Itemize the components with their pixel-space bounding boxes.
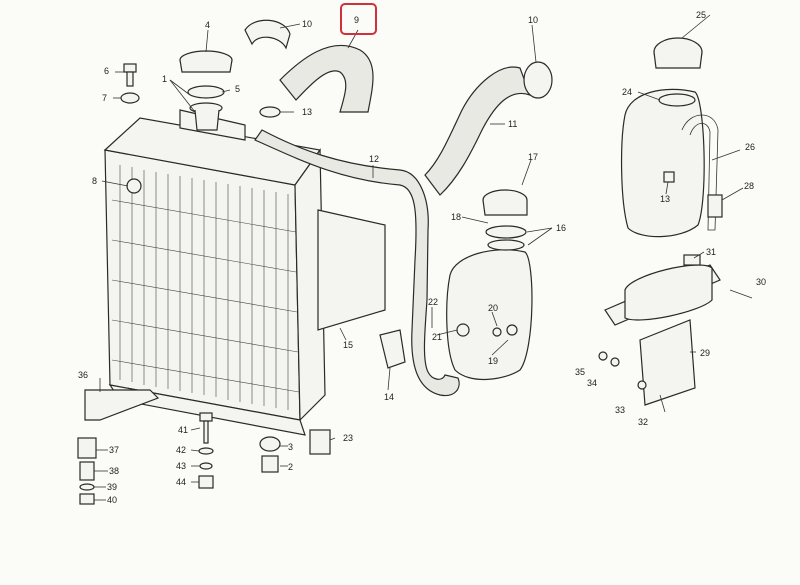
washer-33 [637,380,647,390]
label-44: 44 [176,477,186,487]
label-19: 19 [488,356,498,366]
label-22: 22 [428,297,438,307]
washer-34 [610,357,620,367]
overflow-pipe [254,129,460,397]
label-42: 42 [176,445,186,455]
label-12: 12 [369,154,379,164]
label-6: 6 [104,66,109,76]
label-13-reservoir: 13 [660,194,670,204]
label-4: 4 [205,20,210,30]
label-9: 9 [354,15,359,25]
label-26: 26 [745,142,755,152]
label-28: 28 [744,181,754,191]
bolt-and-nut [120,63,140,104]
small-hardware [77,412,331,505]
expansion-tank [446,189,533,381]
label-40: 40 [107,495,117,505]
label-30: 30 [756,277,766,287]
label-38: 38 [109,466,119,476]
bolt-30 [729,289,753,299]
label-25: 25 [696,10,706,20]
label-5: 5 [235,84,240,94]
label-34: 34 [587,378,597,388]
label-35: 35 [575,367,585,377]
bolt-32 [659,394,666,413]
label-14: 14 [384,392,394,402]
label-16: 16 [556,223,566,233]
label-29: 29 [700,348,710,358]
highlight-box [340,3,377,35]
mounting-plate [317,209,386,331]
hose-clamp-small [259,106,281,118]
radiator-cap [179,50,233,131]
label-15: 15 [343,340,353,350]
part-labels: 4 1 5 6 7 8 9 10 10 11 12 13 13 14 15 16… [78,10,766,505]
label-39: 39 [107,482,117,492]
label-32: 32 [638,417,648,427]
label-10-left: 10 [302,19,312,29]
label-31: 31 [706,247,716,257]
hose-clamp-right [523,61,553,99]
top-radiator-hose [279,44,374,113]
pipe-clip [379,329,406,369]
label-17: 17 [528,152,538,162]
label-36: 36 [78,370,88,380]
leader-lines [94,14,744,501]
label-43: 43 [176,461,186,471]
label-24: 24 [622,87,632,97]
label-18: 18 [451,212,461,222]
coolant-reservoir [620,37,723,238]
label-1: 1 [162,74,167,84]
label-11: 11 [508,119,517,129]
label-3: 3 [288,442,293,452]
nut-35 [598,351,608,361]
label-8: 8 [92,176,97,186]
drain-plug [126,178,142,194]
label-23: 23 [343,433,353,443]
label-21: 21 [432,332,442,342]
label-13: 13 [302,107,312,117]
label-33: 33 [615,405,625,415]
label-20: 20 [488,303,498,313]
label-2: 2 [288,462,293,472]
label-10-right: 10 [528,15,538,25]
hose-clamp [244,19,291,50]
label-37: 37 [109,445,119,455]
label-7: 7 [102,93,107,103]
radiator [103,109,326,436]
reservoir-bracket [604,254,721,406]
mount-bracket [84,389,160,421]
lower-hose [424,66,532,196]
label-41: 41 [178,425,188,435]
